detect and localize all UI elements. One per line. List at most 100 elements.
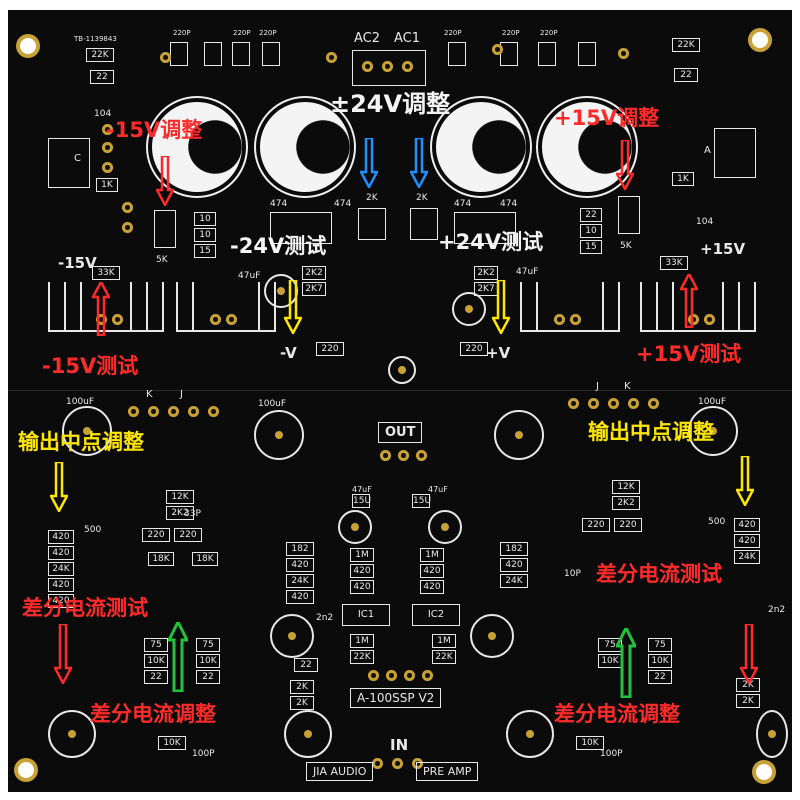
cap-220p-1: 220P [173, 29, 191, 37]
out-pad-2 [398, 450, 409, 461]
resistor-10-b: 10 [194, 228, 216, 242]
reg-pad [704, 314, 715, 325]
resistor-33k-left: 33K [92, 266, 120, 280]
cap-100uf-right-bottom [506, 710, 554, 758]
filter-cap-2 [256, 98, 354, 196]
cap-220p-4: 220P [444, 29, 462, 37]
silk-100p-right: 100P [600, 749, 623, 759]
silk-k-r: K [624, 381, 631, 392]
annotation-m15-adjust: -15V调整 [106, 118, 203, 142]
silk-j-l: J [180, 389, 183, 400]
resistor-220-r1: 220 [582, 518, 610, 532]
silk-474-b: 474 [334, 199, 352, 209]
ac-pad-3 [402, 61, 413, 72]
resistor-420-c3: 420 [350, 580, 374, 594]
resistor-182-l: 182 [286, 542, 314, 556]
silk-47uf-c: 47uF [352, 485, 372, 494]
resistor-15-b: 15 [580, 240, 602, 254]
resistor-1m-c1: 1M [350, 634, 374, 648]
reg-pad [688, 314, 699, 325]
resistor-220-a: 220 [316, 342, 344, 356]
resistor-420-l4: 420 [48, 594, 74, 608]
cap-100uf-left-bottom [48, 710, 96, 758]
resistor-24k-l1: 24K [48, 562, 74, 576]
resistor-22k-right: 22K [672, 38, 700, 52]
heatsink-3 [520, 282, 620, 332]
cap-2n2-left [270, 614, 314, 658]
silk-33p-left: 33P [184, 509, 201, 519]
ac1-label: AC1 [394, 31, 421, 46]
in-pad-1 [372, 758, 383, 769]
ic2-label: IC2 [427, 609, 445, 620]
model-label: A-100SSP V2 [350, 688, 442, 708]
annotation-diff-adjust-right: 差分电流调整 [554, 702, 680, 726]
resistor-420-l3: 420 [48, 578, 74, 592]
resistor-10k-r2: 10K [648, 654, 672, 668]
annotation-m24-test: -24V测试 [230, 234, 327, 258]
pad [102, 124, 113, 135]
resistor-22-l3: 22 [294, 658, 318, 672]
resistor-22k-c1: 22K [350, 650, 374, 664]
cap-220p-6: 220P [540, 29, 558, 37]
resistor-15-a: 15 [194, 244, 216, 258]
cap-box-8 [578, 42, 596, 66]
pad [102, 162, 113, 173]
cap-100uf-left-top-2 [254, 410, 304, 460]
pad [608, 398, 619, 409]
pad [568, 398, 579, 409]
label-minus15: -15V [58, 254, 97, 272]
silk-474-c: 474 [454, 199, 472, 209]
resistor-420-l2: 420 [48, 546, 74, 560]
resistor-22-l2: 22 [196, 670, 220, 684]
cap-100uf-right-top-2 [688, 406, 738, 456]
resistor-22k-left: 22K [86, 48, 114, 62]
annotation-pm24-adjust: ±24V调整 [330, 90, 451, 118]
divider-line [8, 390, 792, 391]
filter-cap-3 [432, 98, 530, 196]
silk-474-a: 474 [270, 199, 288, 209]
resistor-75-r2: 75 [648, 638, 672, 652]
red-arrow-up-icon [92, 282, 110, 336]
silk-47uf-a: 47uF [238, 271, 261, 281]
cap-center-right [428, 510, 462, 544]
heatsink-2 [176, 282, 276, 332]
annotation-p15-test: +15V测试 [636, 342, 742, 366]
resistor-420-r3: 420 [500, 558, 528, 572]
cap-474-box-b [454, 212, 516, 244]
resistor-10-c: 10 [580, 224, 602, 238]
pad [386, 670, 397, 681]
resistor-2k-l2: 2K [290, 696, 314, 710]
trimpot-5k-left [154, 210, 176, 248]
in-label: IN [390, 736, 409, 754]
resistor-1m-right: 1M [420, 548, 444, 562]
pad [628, 398, 639, 409]
silk-100uf-c: 100uF [698, 397, 727, 407]
cap-box-4 [262, 42, 280, 66]
yellow-arrow-down-icon [284, 280, 302, 334]
in-pad-3 [412, 758, 423, 769]
resistor-420-c1: 420 [350, 564, 374, 578]
mount-hole-bottom-left [18, 762, 34, 778]
pad [122, 202, 133, 213]
resistor-12k-l1: 12K [166, 490, 194, 504]
cap-15u-left: 15U [352, 494, 372, 508]
resistor-22-l1: 22 [144, 670, 168, 684]
cap-220p-2: 220P [233, 29, 251, 37]
cap-220p-5: 220P [502, 29, 520, 37]
yellow-arrow-down-icon [50, 462, 68, 512]
reg-pad [570, 314, 581, 325]
silk-500-right: 500 [708, 517, 726, 527]
silk-500-left: 500 [84, 525, 102, 535]
pad [404, 670, 415, 681]
annotation-p15-adjust: +15V调整 [554, 106, 660, 130]
label-plus-v: +V [486, 344, 511, 362]
resistor-22-right: 22 [674, 68, 698, 82]
resistor-420-r1: 420 [734, 518, 760, 532]
resistor-2k2-r1: 2K2 [612, 496, 640, 510]
mount-hole-bottom-right [756, 764, 772, 780]
out-pad-3 [416, 450, 427, 461]
silk-100p-left: 100P [192, 749, 215, 759]
silk-2k-left: 2K [366, 193, 378, 203]
label-minus-v: -V [280, 344, 297, 362]
silk-5k-right: 5K [620, 241, 632, 251]
